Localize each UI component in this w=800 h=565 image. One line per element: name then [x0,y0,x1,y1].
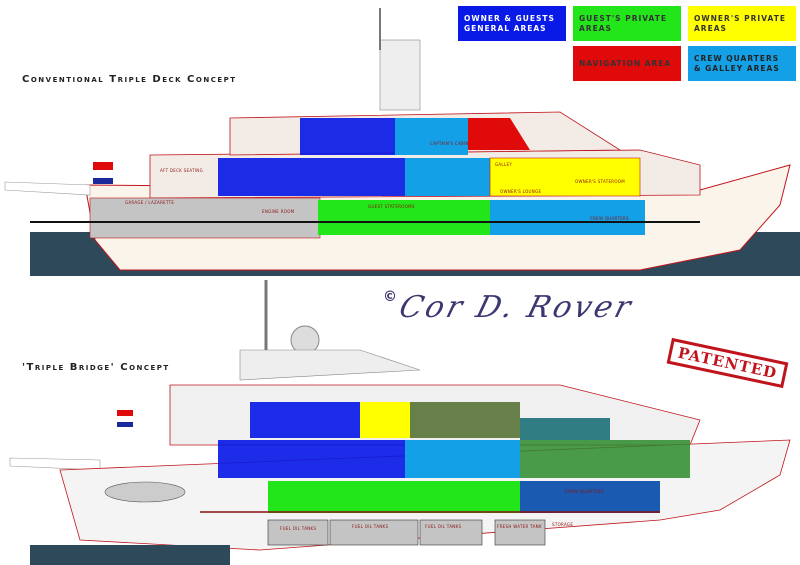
svg-text:GARAGE / LAZARETTE: GARAGE / LAZARETTE [125,200,174,205]
copyright-symbol: © [383,289,397,305]
svg-text:FRESH WATER TANK: FRESH WATER TANK [497,524,542,529]
legend-owners-private: Owner's Private Areas [688,6,796,41]
svg-text:FUEL OIL TANKS: FUEL OIL TANKS [425,524,461,529]
designer-signature: Cor D. Rover [395,290,638,325]
legend-guests-private: Guest's Private Areas [573,6,681,41]
svg-text:CAPTAIN'S CABIN: CAPTAIN'S CABIN [430,141,469,146]
legend-crew-galley: Crew Quarters & Galley Areas [688,46,796,81]
conventional-yacht-drawing: AFT DECK SEATING GARAGE / LAZARETTE ENGI… [4,8,800,276]
svg-text:ENGINE ROOM: ENGINE ROOM [262,209,295,214]
svg-text:OWNER'S LOUNGE: OWNER'S LOUNGE [500,189,541,194]
legend-navigation: Navigation Area [573,46,681,81]
svg-text:CREW QUARTERS: CREW QUARTERS [565,489,604,494]
conventional-concept-title: Conventional Triple Deck Concept [22,74,237,85]
svg-text:OWNER'S STATEROOM: OWNER'S STATEROOM [575,179,625,184]
svg-text:CREW QUARTERS: CREW QUARTERS [590,216,629,221]
svg-text:AFT DECK SEATING: AFT DECK SEATING [160,168,203,173]
triple-bridge-concept-title: 'Triple Bridge' Concept [22,362,170,373]
svg-text:FUEL OIL TANKS: FUEL OIL TANKS [280,526,316,531]
svg-text:STORAGE: STORAGE [552,522,573,527]
svg-text:FUEL OIL TANKS: FUEL OIL TANKS [352,524,388,529]
legend-owner-guests-general: Owner & Guests General Areas [458,6,566,41]
svg-text:GUEST STATEROOMS: GUEST STATEROOMS [368,204,415,209]
triple-bridge-yacht-drawing: FUEL OIL TANKS FUEL OIL TANKS FUEL OIL T… [9,280,791,565]
svg-text:GALLEY: GALLEY [495,162,512,167]
